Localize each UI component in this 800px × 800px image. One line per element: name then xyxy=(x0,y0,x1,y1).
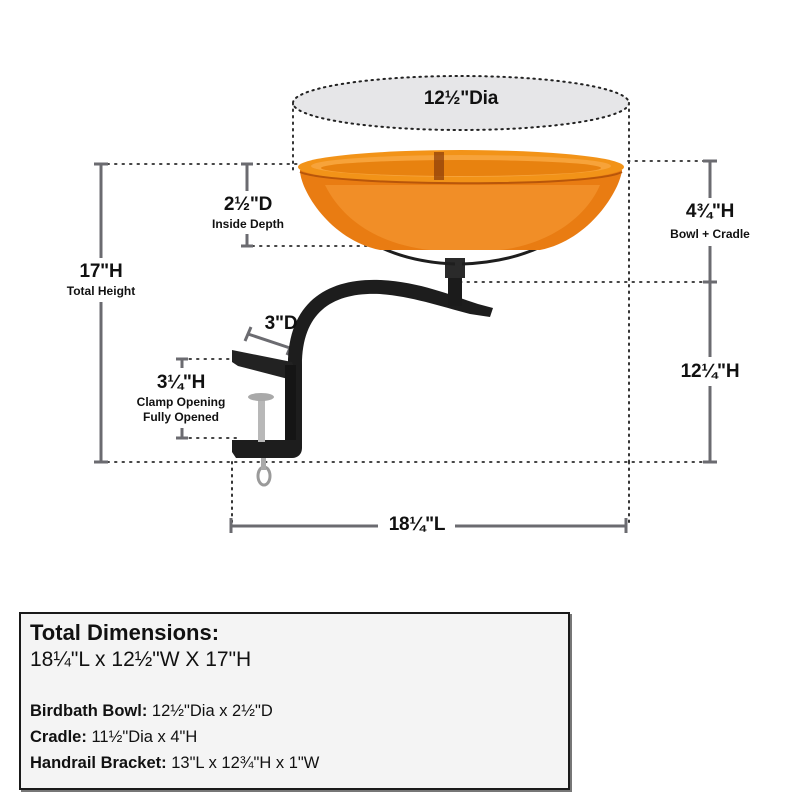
total-length-dimension xyxy=(229,518,628,533)
spec-label: Cradle: xyxy=(30,728,87,746)
spec-row-handrail-bracket: Handrail Bracket: 13"L x 12¾"H x 1"W xyxy=(30,754,319,773)
inside-depth-caption: Inside Depth xyxy=(211,217,284,231)
total-height-dimension xyxy=(94,162,108,464)
total-height-value: 17"H xyxy=(79,261,123,282)
spec-value: 11½"Dia x 4"H xyxy=(86,728,198,746)
clamp-depth-value: 3"D xyxy=(264,313,298,334)
spec-row-cradle: Cradle: 11½"Dia x 4"H xyxy=(30,728,197,747)
clamp-opening-caption-2: Fully Opened xyxy=(142,410,219,424)
spec-row-birdbath-bowl: Birdbath Bowl: 12½"Dia x 2½"D xyxy=(30,702,273,721)
inside-depth-value: 2½"D xyxy=(223,194,273,215)
clamp-opening-caption-1: Clamp Opening xyxy=(136,395,226,409)
spec-label: Birdbath Bowl: xyxy=(30,702,148,720)
bracket-height-dimension xyxy=(703,282,717,464)
spec-total-dimensions: 18¼"L x 12½"W X 17"H xyxy=(30,648,252,671)
bracket-height-value: 12¼"H xyxy=(680,361,740,382)
spec-label: Handrail Bracket: xyxy=(30,754,167,772)
birdbath-bowl-image xyxy=(298,150,624,250)
total-height-caption: Total Height xyxy=(66,284,136,298)
clamp-opening-value: 3¼"H xyxy=(156,372,206,393)
spec-title: Total Dimensions: xyxy=(30,620,220,645)
spec-value: 12½"Dia x 2½"D xyxy=(147,702,273,720)
handrail-bracket-image xyxy=(232,258,493,487)
total-length-value: 18¼"L xyxy=(388,514,446,535)
clamp-opening-dimension xyxy=(176,357,188,440)
inside-depth-dimension xyxy=(241,162,253,248)
specifications-panel: Total Dimensions: 18¼"L x 12½"W X 17"H B… xyxy=(19,612,570,790)
bowl-cradle-height-caption: Bowl + Cradle xyxy=(670,227,750,241)
bowl-cradle-height-value: 4¾"H xyxy=(685,201,735,222)
spec-value: 13"L x 12¾"H x 1"W xyxy=(166,754,320,772)
bowl-diameter-label: 12½"Dia xyxy=(423,88,499,109)
